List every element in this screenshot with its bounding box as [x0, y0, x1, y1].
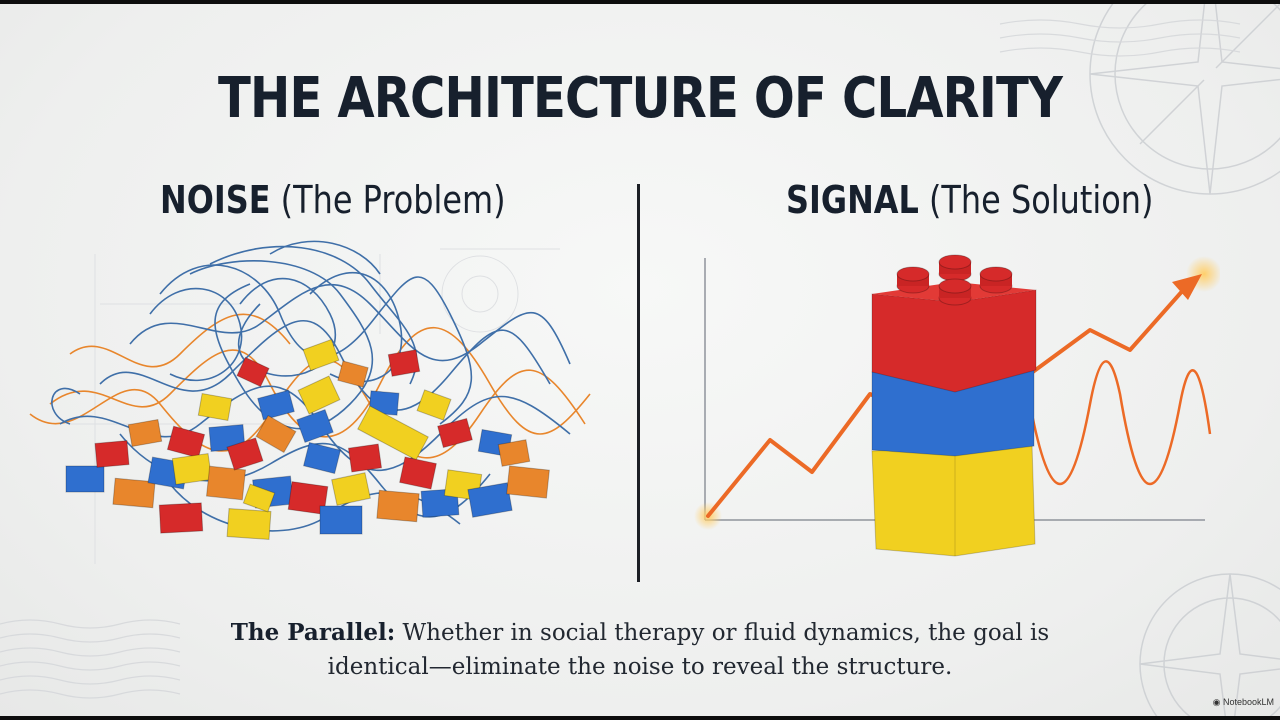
signal-heading-rest: (The Solution) — [928, 178, 1154, 222]
noise-illustration — [29, 240, 591, 540]
noise-heading: NOISE (The Problem) — [160, 178, 506, 222]
caption-line-2: identical—eliminate the noise to reveal … — [327, 654, 953, 680]
noise-heading-strong: NOISE — [160, 178, 271, 222]
brand-watermark: ◉ NotebookLM — [1213, 697, 1274, 708]
caption: The Parallel: Whether in social therapy … — [150, 616, 1130, 684]
signal-heading: SIGNAL (The Solution) — [786, 178, 1153, 222]
brand-label: NotebookLM — [1222, 697, 1274, 707]
center-divider — [637, 184, 640, 582]
oscillation-wave — [1028, 360, 1212, 486]
caption-lead: The Parallel: — [230, 619, 396, 646]
caption-line-1: Whether in social therapy or fluid dynam… — [402, 620, 1050, 646]
slide-title: THE ARCHITECTURE OF CLARITY — [218, 66, 1063, 131]
compass-rose-icon — [1089, 4, 1280, 195]
brick-studs — [896, 254, 1013, 306]
signal-illustration — [694, 254, 1220, 557]
arrow-head-icon — [1172, 274, 1202, 300]
notebooklm-logo-icon: ◉ — [1212, 697, 1221, 707]
stacked-bricks — [871, 254, 1037, 557]
noise-heading-rest: (The Problem) — [280, 178, 506, 222]
scattered-bricks — [65, 338, 550, 540]
compass-rose-icon — [1139, 573, 1280, 716]
signal-heading-strong: SIGNAL — [786, 178, 919, 222]
background-decoration — [0, 4, 1280, 716]
